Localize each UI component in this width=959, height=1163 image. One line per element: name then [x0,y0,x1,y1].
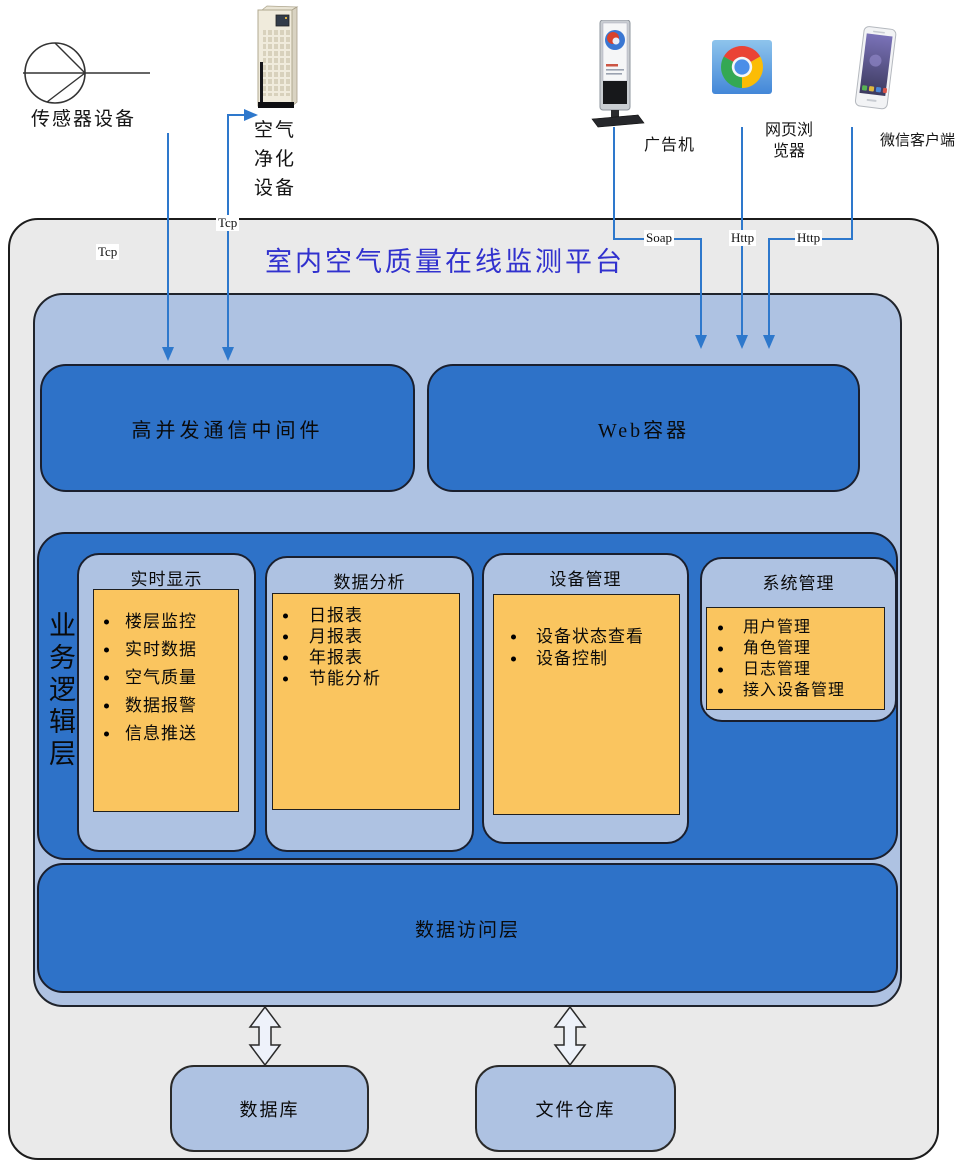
module-items-box: 设备状态查看设备控制 [493,594,680,815]
chrome-browser-icon [712,40,772,94]
module-item-list: 日报表月报表年报表节能分析 [273,605,459,689]
module-items-box: 楼层监控实时数据空气质量数据报警信息推送 [93,589,239,812]
database-box: 数据库 [170,1065,369,1152]
web-browser-label-line: 网页浏 [764,122,813,139]
module-item-list: 用户管理角色管理日志管理接入设备管理 [707,617,884,701]
connection-label-soap: Soap [644,230,674,246]
module-item-list: 楼层监控实时数据空气质量数据报警信息推送 [94,608,238,748]
module-title: 实时显示 [130,570,203,589]
connection-label-http: Http [795,230,823,246]
list-item: 用户管理 [707,617,884,638]
connection-label-http: Http [729,230,757,246]
module-items-box: 日报表月报表年报表节能分析 [272,593,460,810]
list-item: 楼层监控 [94,608,238,636]
connection-label-tcp: Tcp [216,215,240,231]
air-purifier-label-line: 设备 [254,178,297,199]
list-item: 实时数据 [94,636,238,664]
list-item: 年报表 [273,647,459,668]
list-item: 设备控制 [494,648,679,670]
list-item: 设备状态查看 [494,626,679,648]
list-item: 日志管理 [707,659,884,680]
list-item: 日报表 [273,605,459,626]
web-browser-label: 网页浏 览器 [756,120,822,162]
air-purifier-label-line: 净化 [254,149,297,170]
connection-label-tcp: Tcp [96,244,120,260]
module-system-management: 系统管理 用户管理角色管理日志管理接入设备管理 [700,557,897,722]
module-title: 系统管理 [762,574,835,593]
sensor-icon [23,42,150,104]
business-logic-label: 业务逻辑层 [45,611,75,771]
ad-kiosk-label: 广告机 [644,137,696,154]
platform-title: 室内空气质量在线监测平台 [265,247,625,277]
list-item: 信息推送 [94,720,238,748]
data-access-layer-box: 数据访问层 [37,863,898,993]
air-purifier-icon [257,5,299,108]
ad-kiosk-icon [591,20,645,128]
module-realtime-display: 实时显示 楼层监控实时数据空气质量数据报警信息推送 [77,553,256,852]
smartphone-icon [854,26,897,110]
web-browser-label-line: 览器 [772,143,805,160]
list-item: 角色管理 [707,638,884,659]
list-item: 空气质量 [94,664,238,692]
module-item-list: 设备状态查看设备控制 [494,626,679,670]
air-purifier-label: 空气 净化 设备 [254,116,296,203]
wechat-client-label: 微信客户端 [880,133,956,149]
file-storage-box: 文件仓库 [475,1065,676,1152]
list-item: 月报表 [273,626,459,647]
list-item: 数据报警 [94,692,238,720]
module-title: 设备管理 [549,570,622,589]
module-title: 数据分析 [333,573,406,592]
module-items-box: 用户管理角色管理日志管理接入设备管理 [706,607,885,710]
list-item: 接入设备管理 [707,680,884,701]
sensor-label: 传感器设备 [31,109,137,130]
air-purifier-label-line: 空气 [254,120,297,141]
web-container-box: Web容器 [427,364,860,492]
module-data-analysis: 数据分析 日报表月报表年报表节能分析 [265,556,474,852]
module-device-management: 设备管理 设备状态查看设备控制 [482,553,689,844]
list-item: 节能分析 [273,668,459,689]
middleware-box: 高并发通信中间件 [40,364,415,492]
